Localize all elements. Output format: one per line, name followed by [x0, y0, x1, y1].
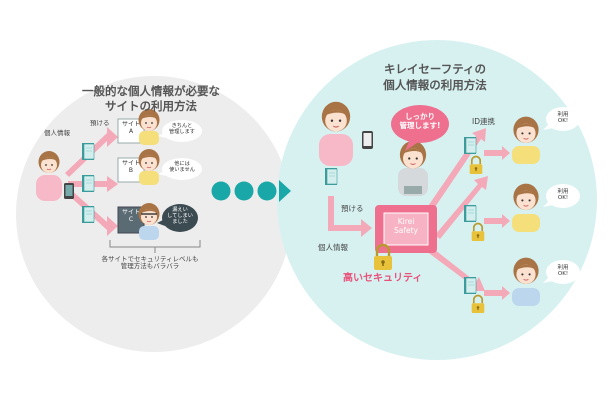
- book-icon: [82, 143, 94, 160]
- bubble-b-text: 他には使いません: [169, 162, 195, 174]
- right-title-line2: 個人情報の利用方法: [383, 79, 487, 92]
- dot: [258, 182, 277, 201]
- right-deposit-label: 預ける: [341, 205, 364, 214]
- dot: [235, 182, 254, 201]
- right-personal-info-label: 個人情報: [318, 244, 348, 253]
- security-label: 高いセキュリティ: [343, 273, 422, 285]
- left-title-line1: 一般的な個人情報が必要な: [82, 85, 220, 98]
- book-icon: [82, 206, 94, 223]
- book-icon: [464, 277, 476, 294]
- book-icon: [464, 205, 476, 222]
- operator-icon: [139, 109, 160, 145]
- dot: [212, 182, 231, 201]
- operator-icon: [139, 149, 160, 185]
- speech-text: しっかり管理します!: [400, 113, 441, 130]
- book-icon: [82, 175, 94, 192]
- personal-info-label: 個人情報: [44, 130, 70, 137]
- left-title-line2: サイトの利用方法: [105, 100, 197, 113]
- bubble-a-text: きちんと管理します: [169, 124, 195, 136]
- left-note: 各サイトでセキュリティレベルも管理方法もバラバラ: [101, 256, 198, 271]
- bubble-c-text: 漏えいしてしまいました: [167, 208, 193, 226]
- right-title-line1: キレイセーフティの: [384, 63, 486, 76]
- book-icon: [464, 137, 476, 154]
- id-link-label: ID連携: [472, 118, 495, 127]
- book-icon: [325, 168, 337, 185]
- deposit-label: 預ける: [90, 120, 110, 127]
- operator-icon: [139, 203, 160, 240]
